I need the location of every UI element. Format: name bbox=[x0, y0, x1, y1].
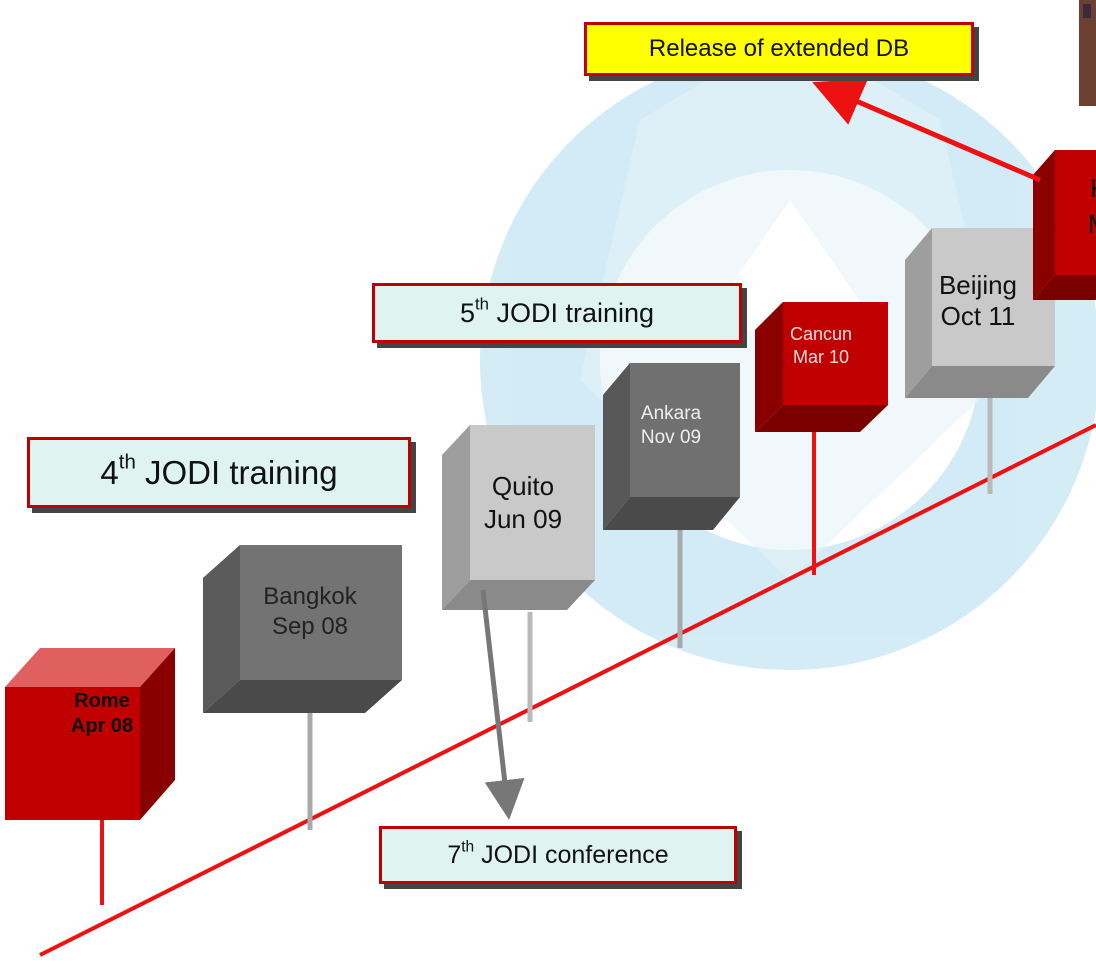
label-quito: Quito Jun 09 bbox=[484, 470, 562, 535]
label-cancun: Cancun Mar 10 bbox=[790, 323, 852, 368]
timeline-line bbox=[39, 423, 1096, 957]
ordinal-4: 4 bbox=[100, 453, 119, 491]
cube-k bbox=[1033, 150, 1096, 300]
place-bangkok: Bangkok bbox=[263, 583, 357, 610]
cube-quito bbox=[442, 425, 595, 610]
arrow-to-conference bbox=[480, 589, 525, 820]
callout-7th-text: JODI conference bbox=[474, 840, 669, 869]
callout-4th-training: 4th JODI training bbox=[27, 437, 411, 508]
callout-4th-text: JODI training bbox=[135, 453, 338, 491]
arrow-to-release bbox=[812, 78, 1041, 183]
cube-bangkok bbox=[203, 545, 402, 713]
callout-7th-conference: 7th JODI conference bbox=[379, 826, 737, 884]
callout-5th-training: 5th JODI training bbox=[372, 283, 742, 343]
place-quito: Quito bbox=[491, 471, 555, 501]
label-ankara: Ankara Nov 09 bbox=[641, 402, 701, 450]
place-k: K bbox=[1088, 170, 1096, 206]
ordinal-suffix-5: th bbox=[475, 293, 489, 313]
ordinal-suffix-7: th bbox=[461, 837, 475, 855]
ordinal-7: 7 bbox=[447, 840, 462, 869]
ordinal-suffix-4: th bbox=[118, 450, 136, 474]
date-bangkok: Sep 08 bbox=[271, 613, 349, 640]
label-bangkok: Bangkok Sep 08 bbox=[263, 582, 356, 642]
date-cancun: Mar 10 bbox=[792, 346, 850, 367]
date-beijing: Oct 11 bbox=[940, 301, 1016, 332]
ordinal-5: 5 bbox=[459, 297, 475, 328]
place-beijing: Beijing bbox=[938, 270, 1018, 300]
place-rome: Rome bbox=[74, 690, 130, 712]
callout-release-label: Release of extended DB bbox=[648, 35, 910, 62]
photo-fragment bbox=[1079, 0, 1096, 106]
label-rome: Rome Apr 08 bbox=[71, 689, 133, 739]
label-k-partial: K M bbox=[1088, 170, 1096, 243]
date-k: M bbox=[1088, 206, 1096, 242]
callout-5th-text: JODI training bbox=[488, 297, 655, 328]
label-beijing: Beijing Oct 11 bbox=[939, 270, 1017, 332]
date-quito: Jun 09 bbox=[483, 503, 563, 534]
place-cancun: Cancun bbox=[789, 324, 853, 344]
cube-cancun bbox=[755, 302, 888, 432]
cube-rome bbox=[5, 648, 175, 820]
date-rome: Apr 08 bbox=[70, 715, 134, 737]
date-ankara: Nov 09 bbox=[640, 426, 702, 448]
place-ankara: Ankara bbox=[640, 403, 702, 424]
callout-release-extended-db: Release of extended DB bbox=[584, 22, 974, 76]
cube-ankara bbox=[603, 363, 740, 530]
